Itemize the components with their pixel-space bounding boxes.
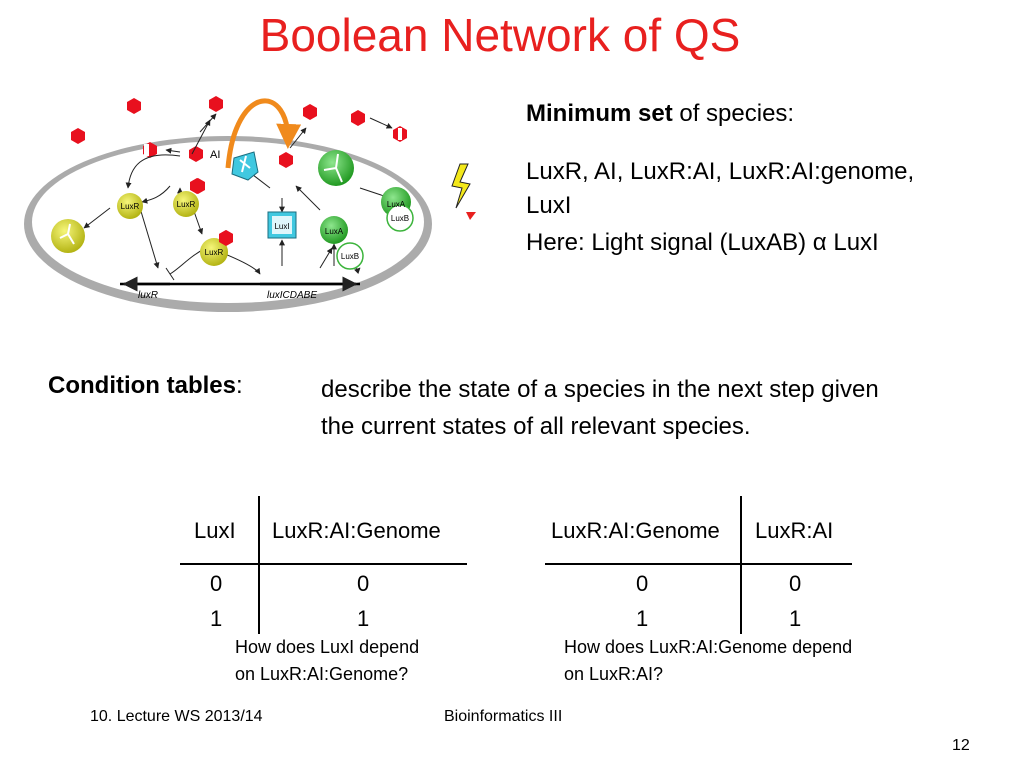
page-number: 12	[952, 737, 970, 754]
luxr-protein: LuxR	[200, 238, 228, 266]
secretion-arrow	[225, 98, 302, 169]
table-cell: 1	[789, 606, 802, 631]
species-list-line2: LuxI	[526, 192, 572, 219]
table-cell: 1	[357, 606, 370, 631]
luxb-protein: LuxB	[336, 242, 364, 270]
table-divider-horizontal	[180, 563, 467, 565]
gene-operon-label: luxICDABE	[267, 290, 317, 301]
svg-text:LuxR: LuxR	[177, 200, 196, 209]
ai-molecule	[209, 96, 223, 112]
table-cell: 0	[789, 571, 802, 596]
table-divider-horizontal	[545, 563, 852, 565]
luxi-enzyme	[231, 151, 259, 181]
gene-luxr-label: luxR	[138, 290, 158, 301]
ai-molecule	[219, 230, 233, 246]
luxi-protein: LuxI	[267, 211, 297, 239]
condition-tables-description: describe the state of a species in the n…	[321, 376, 879, 440]
table-cell: 1	[210, 606, 223, 631]
degraded-luxr	[51, 219, 85, 253]
footer-lecture: 10. Lecture WS 2013/14	[90, 708, 263, 725]
dna-strand: luxR luxICDABE	[120, 276, 360, 301]
luxr-protein: LuxR	[117, 193, 143, 219]
table-header-luxr-ai: LuxR:AI	[755, 518, 834, 543]
luxr-protein: LuxR	[173, 191, 199, 217]
species-list-line1: LuxR, AI, LuxR:AI, LuxR:AI:genome,	[526, 158, 915, 185]
table-cell: 0	[357, 571, 370, 596]
svg-text:LuxR: LuxR	[205, 248, 224, 257]
ai-molecule	[71, 128, 85, 144]
svg-text:LuxB: LuxB	[341, 252, 359, 261]
light-bolt-icon	[451, 163, 476, 220]
table-question-left: How does LuxI depend on LuxR:AI:Genome?	[235, 637, 420, 684]
light-signal-note: Here: Light signal (LuxAB) α LuxI	[526, 229, 879, 256]
svg-text:LuxB: LuxB	[391, 214, 409, 223]
svg-text:LuxA: LuxA	[325, 227, 344, 236]
luxa-protein: LuxA	[320, 216, 348, 244]
table-header-luxr-ai-genome: LuxR:AI:Genome	[551, 518, 720, 543]
luxab-dimer: LuxA LuxB	[381, 187, 414, 232]
table-cell: 1	[636, 606, 649, 631]
table-divider-vertical	[258, 496, 260, 634]
ai-molecule	[191, 178, 205, 194]
luxa-luxb-complex	[318, 150, 354, 186]
table-cell: 0	[636, 571, 649, 596]
table-question-right: How does LuxR:AI:Genome depend on LuxR:A…	[564, 637, 853, 684]
species-heading: Minimum set of species:	[526, 100, 795, 127]
ai-molecule	[351, 110, 365, 126]
slide-title: Boolean Network of QS	[259, 9, 741, 61]
table-cell: 0	[210, 571, 223, 596]
svg-text:LuxI: LuxI	[274, 222, 289, 231]
table-divider-vertical	[740, 496, 742, 634]
ai-molecule	[303, 104, 317, 120]
svg-text:LuxR: LuxR	[121, 202, 140, 211]
table-header-luxr-ai-genome: LuxR:AI:Genome	[272, 518, 441, 543]
footer-course: Bioinformatics III	[444, 708, 563, 725]
ai-luxr-complex-outside	[143, 126, 407, 158]
svg-text:LuxA: LuxA	[387, 200, 406, 209]
quorum-sensing-diagram: AI LuxR LuxR LuxR	[24, 96, 476, 312]
condition-tables-label: Condition tables:	[48, 372, 243, 399]
ai-molecule	[279, 152, 293, 168]
table-header-luxi: LuxI	[194, 518, 236, 543]
ai-molecule	[127, 98, 141, 114]
ai-label: AI	[210, 149, 220, 161]
ai-molecule	[189, 146, 203, 162]
